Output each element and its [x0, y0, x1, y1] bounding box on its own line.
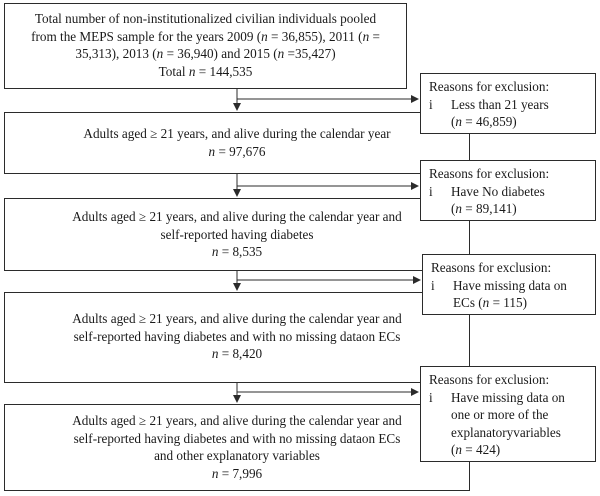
box-line: self-reported having diabetes and with n… [73, 430, 401, 446]
box-line: self-reported having diabetes [160, 226, 314, 242]
flow-box-final-sample: Adults aged ≥ 21 years, and alive during… [4, 404, 470, 491]
exclusion-text: one or more of the [451, 407, 549, 422]
exclusion-box-1: Reasons for exclusion: i Less than 21 ye… [420, 73, 596, 134]
exclusion-box-2: Reasons for exclusion: i Have No diabete… [420, 160, 596, 221]
exclusion-text: Have missing data on [453, 277, 567, 293]
box-line: Adults aged ≥ 21 years, and alive during… [72, 209, 402, 224]
exclusion-box-4: Reasons for exclusion: i Have missing da… [420, 366, 596, 462]
exclusion-count: (n = 424) [451, 442, 501, 457]
box-line: Adults aged ≥ 21 years, and alive during… [72, 413, 402, 428]
box-line: from the MEPS sample for the years 2009 … [31, 28, 380, 44]
flow-box-diabetes: Adults aged ≥ 21 years, and alive during… [4, 198, 470, 271]
exclusion-count: (n = 89,141) [451, 201, 517, 216]
exclusion-title: Reasons for exclusion: [429, 79, 550, 94]
box-line: Total n = 144,535 [158, 63, 253, 79]
exclusion-text: Have missing data on [451, 389, 565, 405]
box-line: Adults aged ≥ 21 years, and alive during… [72, 311, 402, 326]
box-line: self-reported having diabetes and with n… [73, 328, 401, 344]
flow-box-adults: Adults aged ≥ 21 years, and alive during… [4, 112, 470, 174]
flow-box-no-missing-ecs: Adults aged ≥ 21 years, and alive during… [4, 292, 470, 383]
exclusion-bullet: i [431, 277, 435, 293]
box-line: n = 7,996 [211, 465, 263, 481]
flow-box-total: Total number of non-institutionalized ci… [4, 3, 407, 89]
box-line: Adults aged ≥ 21 years, and alive during… [83, 126, 391, 141]
exclusion-text: explanatoryvariables [451, 424, 561, 440]
exclusion-count: ECs (n = 115) [453, 295, 527, 310]
exclusion-box-3: Reasons for exclusion: i Have missing da… [422, 254, 596, 315]
box-line: n = 97,676 [208, 143, 266, 159]
exclusion-count: (n = 46,859) [451, 114, 517, 129]
exclusion-bullet: i [429, 389, 433, 405]
box-line: 35,313), 2013 (n = 36,940) and 2015 (n =… [75, 46, 336, 61]
exclusion-bullet: i [429, 96, 433, 112]
box-line: n = 8,420 [211, 346, 263, 361]
exclusion-text: Less than 21 years [451, 96, 549, 112]
exclusion-title: Reasons for exclusion: [429, 372, 550, 387]
box-line: and other explanatory variables [154, 448, 320, 463]
exclusion-bullet: i [429, 183, 433, 199]
box-line: Total number of non-institutionalized ci… [34, 11, 377, 26]
exclusion-title: Reasons for exclusion: [431, 260, 552, 275]
box-line: n = 8,535 [211, 244, 263, 259]
exclusion-title: Reasons for exclusion: [429, 166, 550, 181]
exclusion-text: Have No diabetes [451, 183, 545, 199]
